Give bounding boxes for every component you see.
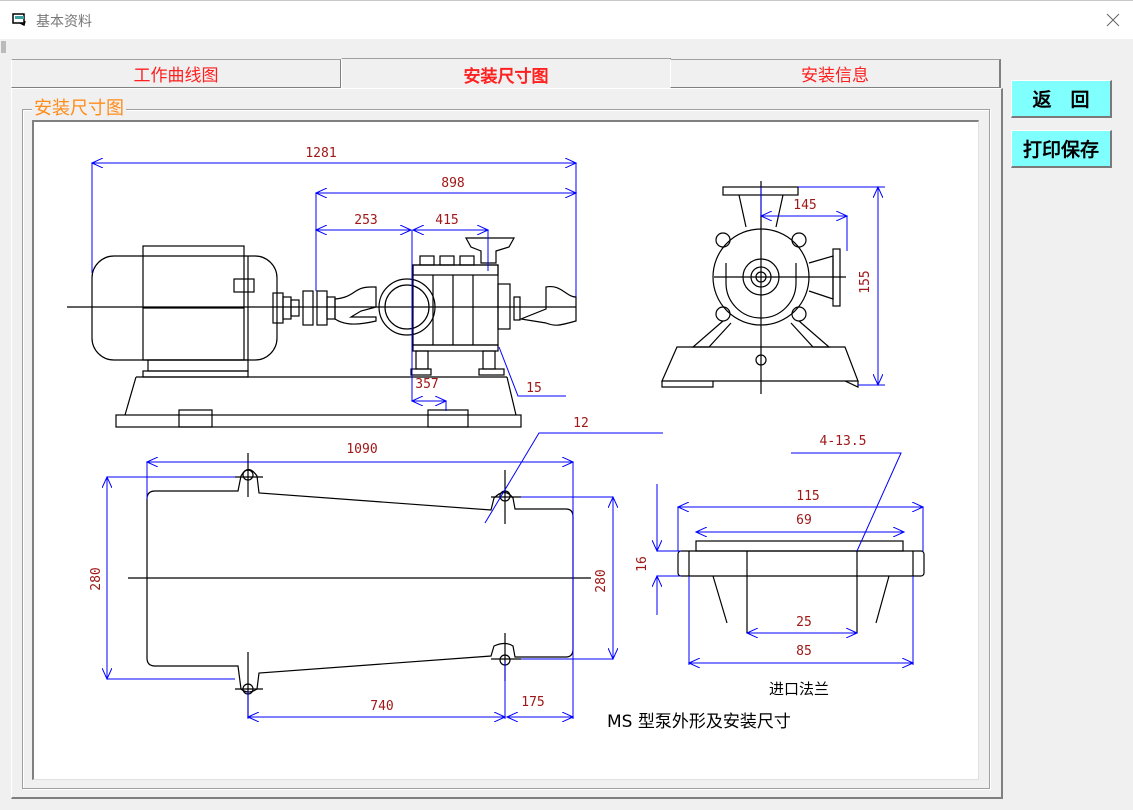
tab-panel: 安装尺寸图 xyxy=(11,88,1003,799)
app-window-icon xyxy=(12,13,26,26)
flange-caption: 进口法兰 xyxy=(769,680,829,698)
dim-outlet-offset: 145 xyxy=(793,198,816,213)
dim-hole-spacing: 740 xyxy=(370,699,393,714)
print-save-button[interactable]: 打印保存 xyxy=(1011,130,1112,168)
dim-flange-thickness: 16 xyxy=(635,556,650,572)
drawing-caption: MS 型泵外形及安装尺寸 xyxy=(607,712,791,732)
dim-width-left: 280 xyxy=(89,567,104,590)
base-plan-view xyxy=(128,453,591,717)
end-view xyxy=(661,181,859,394)
group-title: 安装尺寸图 xyxy=(32,98,126,120)
dim-pump-length: 898 xyxy=(441,176,464,191)
install-dimension-group: 安装尺寸图 xyxy=(22,98,990,789)
close-button[interactable] xyxy=(1093,1,1133,39)
dim-bore: 25 xyxy=(796,615,812,630)
dim-flange-outer: 115 xyxy=(796,489,819,504)
window-title: 基本资料 xyxy=(36,14,92,30)
dim-bolt-holes: 4-13.5 xyxy=(820,434,867,449)
dim-end-offset: 175 xyxy=(521,695,544,710)
tab-label: 安装尺寸图 xyxy=(463,67,549,87)
dim-hole-dia: 12 xyxy=(573,416,589,431)
dim-inlet-to-outlet: 415 xyxy=(435,213,458,228)
inlet-flange-view xyxy=(677,540,925,633)
left-edge-strip xyxy=(0,39,7,810)
title-bar: 基本资料 xyxy=(0,0,1133,39)
dim-base-length: 1090 xyxy=(346,442,377,457)
close-icon xyxy=(1106,13,1120,27)
drawing-canvas: 1281 898 253 415 357 15 145 155 12 1090 … xyxy=(32,120,979,780)
side-view xyxy=(67,237,577,428)
window-bottom-edge xyxy=(0,800,1133,810)
dim-coupling-to-inlet: 253 xyxy=(354,213,377,228)
tab-strip: 工作曲线图 安装尺寸图 安装信息 xyxy=(11,58,1001,90)
tab-label: 工作曲线图 xyxy=(133,66,219,86)
tab-install-info[interactable]: 安装信息 xyxy=(670,59,1001,88)
back-button[interactable]: 返 回 xyxy=(1011,80,1112,118)
dim-foot-height: 15 xyxy=(526,381,542,396)
tab-work-curve[interactable]: 工作曲线图 xyxy=(11,59,342,88)
dim-foot-spacing: 357 xyxy=(415,377,438,392)
tab-install-dimensions[interactable]: 安装尺寸图 xyxy=(341,58,671,90)
dim-bolt-circle: 85 xyxy=(796,644,812,659)
dim-width-right: 280 xyxy=(594,569,609,592)
dim-end-height: 155 xyxy=(858,270,873,293)
dim-raised-face: 69 xyxy=(796,513,812,528)
dimension-drawing: 1281 898 253 415 357 15 145 155 12 1090 … xyxy=(67,146,925,732)
tab-label: 安装信息 xyxy=(801,66,869,86)
dim-overall-length: 1281 xyxy=(305,146,336,161)
